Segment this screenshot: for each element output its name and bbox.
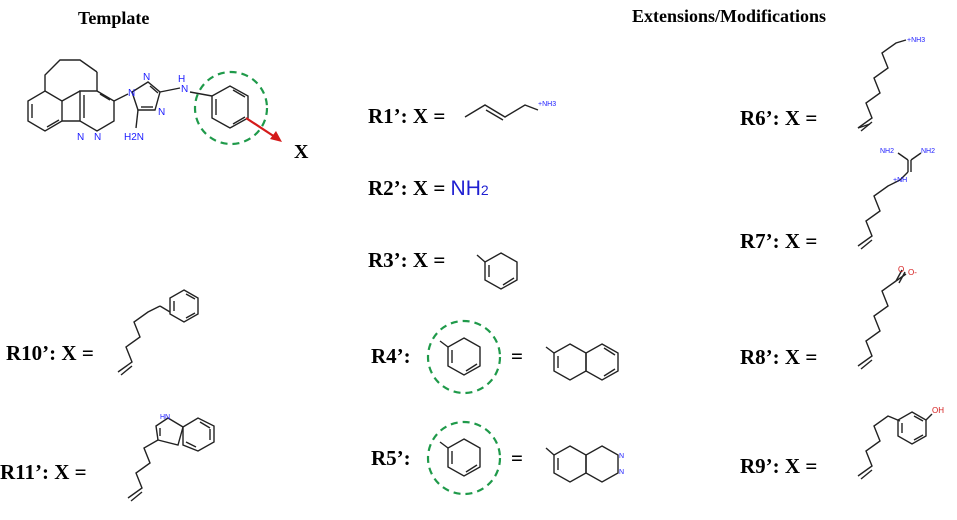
- template-nh-n: N: [181, 84, 188, 95]
- r5-highlight-circle: [426, 420, 502, 496]
- r8-structure: O O-: [857, 265, 917, 370]
- r5-n1: N: [619, 453, 624, 460]
- r1-nh3: +NH3: [538, 101, 556, 108]
- r4-highlight-circle: [426, 319, 502, 395]
- label-r2: R2’: X = NH2: [368, 176, 489, 201]
- template-nh2: H2N: [124, 132, 144, 143]
- r3-structure: [476, 252, 518, 290]
- template-n2: N: [94, 132, 101, 143]
- template-n5: N: [158, 107, 165, 118]
- r9-structure: OH: [857, 406, 944, 480]
- template-molecule: N N N N N H2N H N: [27, 59, 282, 146]
- r5-structure: N N: [426, 420, 624, 496]
- r7-structure: +NH NH2 NH2: [857, 148, 935, 250]
- template-nh-h: H: [178, 74, 185, 85]
- label-r2-nh2: NH2: [450, 177, 489, 200]
- label-r3: R3’: X =: [368, 248, 446, 272]
- r11-structure: HN: [127, 414, 215, 502]
- label-r9: R9’: X =: [740, 454, 818, 478]
- r5-n2: N: [619, 469, 624, 476]
- label-r10: R10’: X =: [6, 341, 94, 365]
- label-r2-text: R2’: X =: [368, 176, 446, 200]
- r11-hn: HN: [160, 414, 170, 421]
- label-r4: R4’:: [371, 344, 411, 368]
- extensions-heading: Extensions/Modifications: [632, 6, 827, 26]
- r10-structure: [117, 289, 199, 376]
- template-highlight-circle: [193, 70, 269, 146]
- label-r1: R1’: X =: [368, 104, 446, 128]
- template-n1: N: [77, 132, 84, 143]
- template-n4: N: [143, 72, 150, 83]
- label-r11: R11’: X =: [0, 460, 87, 484]
- label-r4-equals: =: [511, 344, 523, 368]
- label-r7: R7’: X =: [740, 229, 818, 253]
- r9-oh: OH: [932, 406, 944, 415]
- r7-nh-plus: +NH: [893, 177, 907, 184]
- template-n3: N: [128, 88, 135, 99]
- label-r6: R6’: X =: [740, 106, 818, 130]
- r6-nh3: +NH3: [907, 37, 925, 44]
- r8-o-minus: O-: [908, 268, 917, 277]
- r8-o: O: [898, 265, 904, 274]
- r7-nh2-left: NH2: [880, 148, 894, 155]
- label-r5-equals: =: [511, 446, 523, 470]
- r6-structure: +NH3: [857, 37, 925, 132]
- r1-structure: +NH3: [464, 101, 556, 121]
- template-x-label: X: [294, 141, 309, 163]
- r4-structure: [426, 319, 619, 395]
- r7-nh2-right: NH2: [921, 148, 935, 155]
- template-heading: Template: [78, 8, 150, 28]
- label-r8: R8’: X =: [740, 345, 818, 369]
- label-r5: R5’:: [371, 446, 411, 470]
